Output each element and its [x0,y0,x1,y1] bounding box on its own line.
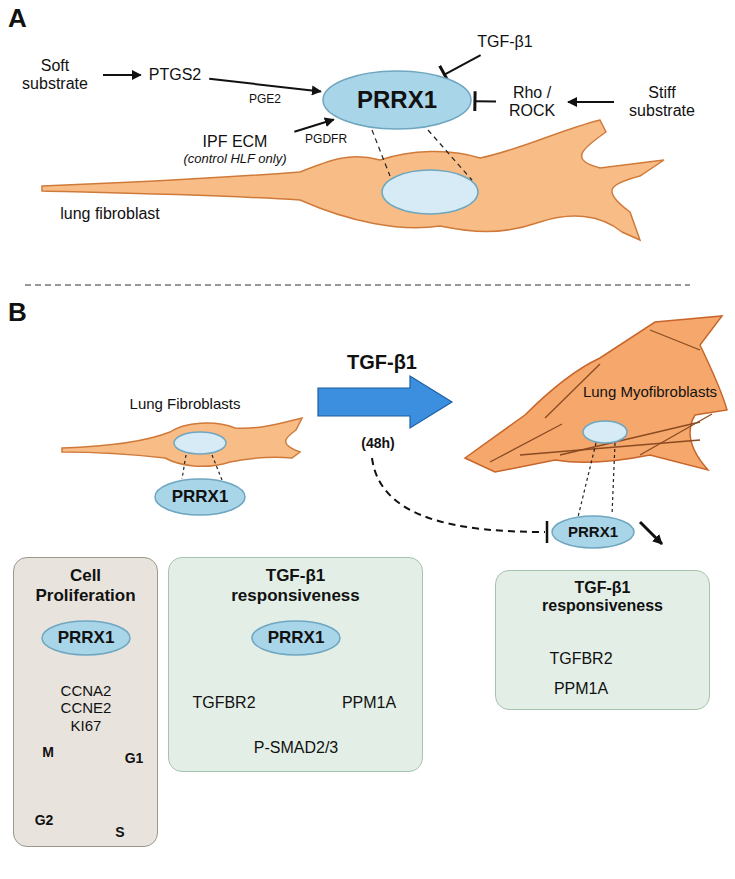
stimulus-label: Soft substrate [11,55,99,96]
decrease-arrow [640,522,662,544]
gene-label: PPM1A [550,678,612,700]
zoom-line [428,130,472,180]
arrow-connector [568,101,614,103]
responsiveness-box: TGF-β1 responsivenessTGFBR2PPM1A [495,570,710,710]
pathway-label: Rho / ROCK [500,82,564,123]
node-text: PPM1A [342,694,396,712]
prrx1-ellipse: PRRX1 [322,70,472,130]
myofibroblast-cell [465,316,727,472]
node-text: P-SMAD2/3 [254,739,338,757]
node-text: PTGS2 [149,66,201,84]
prrx1-ellipse: PRRX1 [41,620,131,656]
inhibitor-label: TGF-β1 [473,31,536,53]
inhibition-connector [444,55,480,74]
stimulus-label: Stiff substrate [618,82,706,123]
node-text: TGFBR2 [192,694,255,712]
node-text: TGFBR2 [549,650,612,668]
treatment-arrow [318,376,452,428]
gene-label: TGFBR2 [188,692,259,714]
zoom-line [578,443,596,517]
phase-label: S [115,824,124,840]
edge-label: PGDFR [303,133,349,146]
node-text: TGF-β1 [477,33,532,51]
gene-label: TGFBR2 [545,648,616,670]
node-text: Stiff substrate [622,84,702,121]
fibroblast-cell [42,120,664,240]
responsiveness-box: TGF-β1 responsivenessPRRX1TGFBR2 PPM1A P-S… [168,557,423,772]
prrx1-ellipse: PRRX1 [154,478,246,516]
node-text: PRRX1 [568,523,618,540]
prrx1-ellipse: PRRX1 [251,620,341,656]
phase-label: M [42,744,54,760]
cell-nucleus [174,432,226,454]
cell-label: Lung Myofibroblasts [583,383,717,400]
zoom-line [182,455,186,479]
node-text: PPM1A [554,680,608,698]
cell-nucleus [583,421,627,443]
zoom-line [212,455,222,480]
node-text: CCNA2 CCNE2 KI67 [54,682,118,734]
proliferation-box: Cell ProliferationPRRX1CCNA2 CCNE2 KI67 [13,557,158,847]
node-text: PRRX1 [58,628,115,648]
arrow-connector [209,79,321,92]
arrow-connector [103,74,141,76]
zoom-line [372,130,390,176]
inhibition-dashed [372,458,545,532]
inhibition-bar [546,521,549,543]
stimulus-label: IPF ECM(control HLF only) [179,131,290,168]
treatment-label: TGF-β1 [347,351,417,374]
node-text: PRRX1 [172,487,229,507]
inhibition-connector [475,100,496,102]
node-text: IPF ECM [183,133,286,151]
phase-label: G2 [35,812,54,828]
node-text: TGF-β1 responsiveness [221,566,371,605]
gene-label: P-SMAD2/3 [250,737,342,759]
node-text: PRRX1 [357,86,437,114]
node-text: Cell Proliferation [26,566,146,605]
gene-label: PPM1A [338,692,400,714]
node-subtext: (control HLF only) [183,152,286,167]
duration-label: (48h) [361,435,394,451]
edge-label: PGE2 [247,93,283,106]
cell-nucleus [382,170,478,214]
cell-label: Lung Fibroblasts [130,395,241,412]
fibroblast-cell [62,418,302,466]
panel-letter: A [8,4,27,34]
gene-list: CCNA2 CCNE2 KI67 [50,680,122,736]
panel-separator [25,284,690,285]
node-text: Rho / ROCK [504,84,560,121]
phase-label: G1 [125,750,144,766]
arrow-connector [294,120,333,132]
cell-label: lung fibroblast [60,205,160,223]
prrx1-ellipse: PRRX1 [551,515,635,549]
node-text: PRRX1 [268,628,325,648]
node-text: Soft substrate [15,57,95,94]
panel-letter: B [8,298,27,328]
node-text: TGF-β1 responsiveness [533,579,673,616]
mediator-label: PTGS2 [145,64,205,86]
zoom-line [612,443,615,515]
